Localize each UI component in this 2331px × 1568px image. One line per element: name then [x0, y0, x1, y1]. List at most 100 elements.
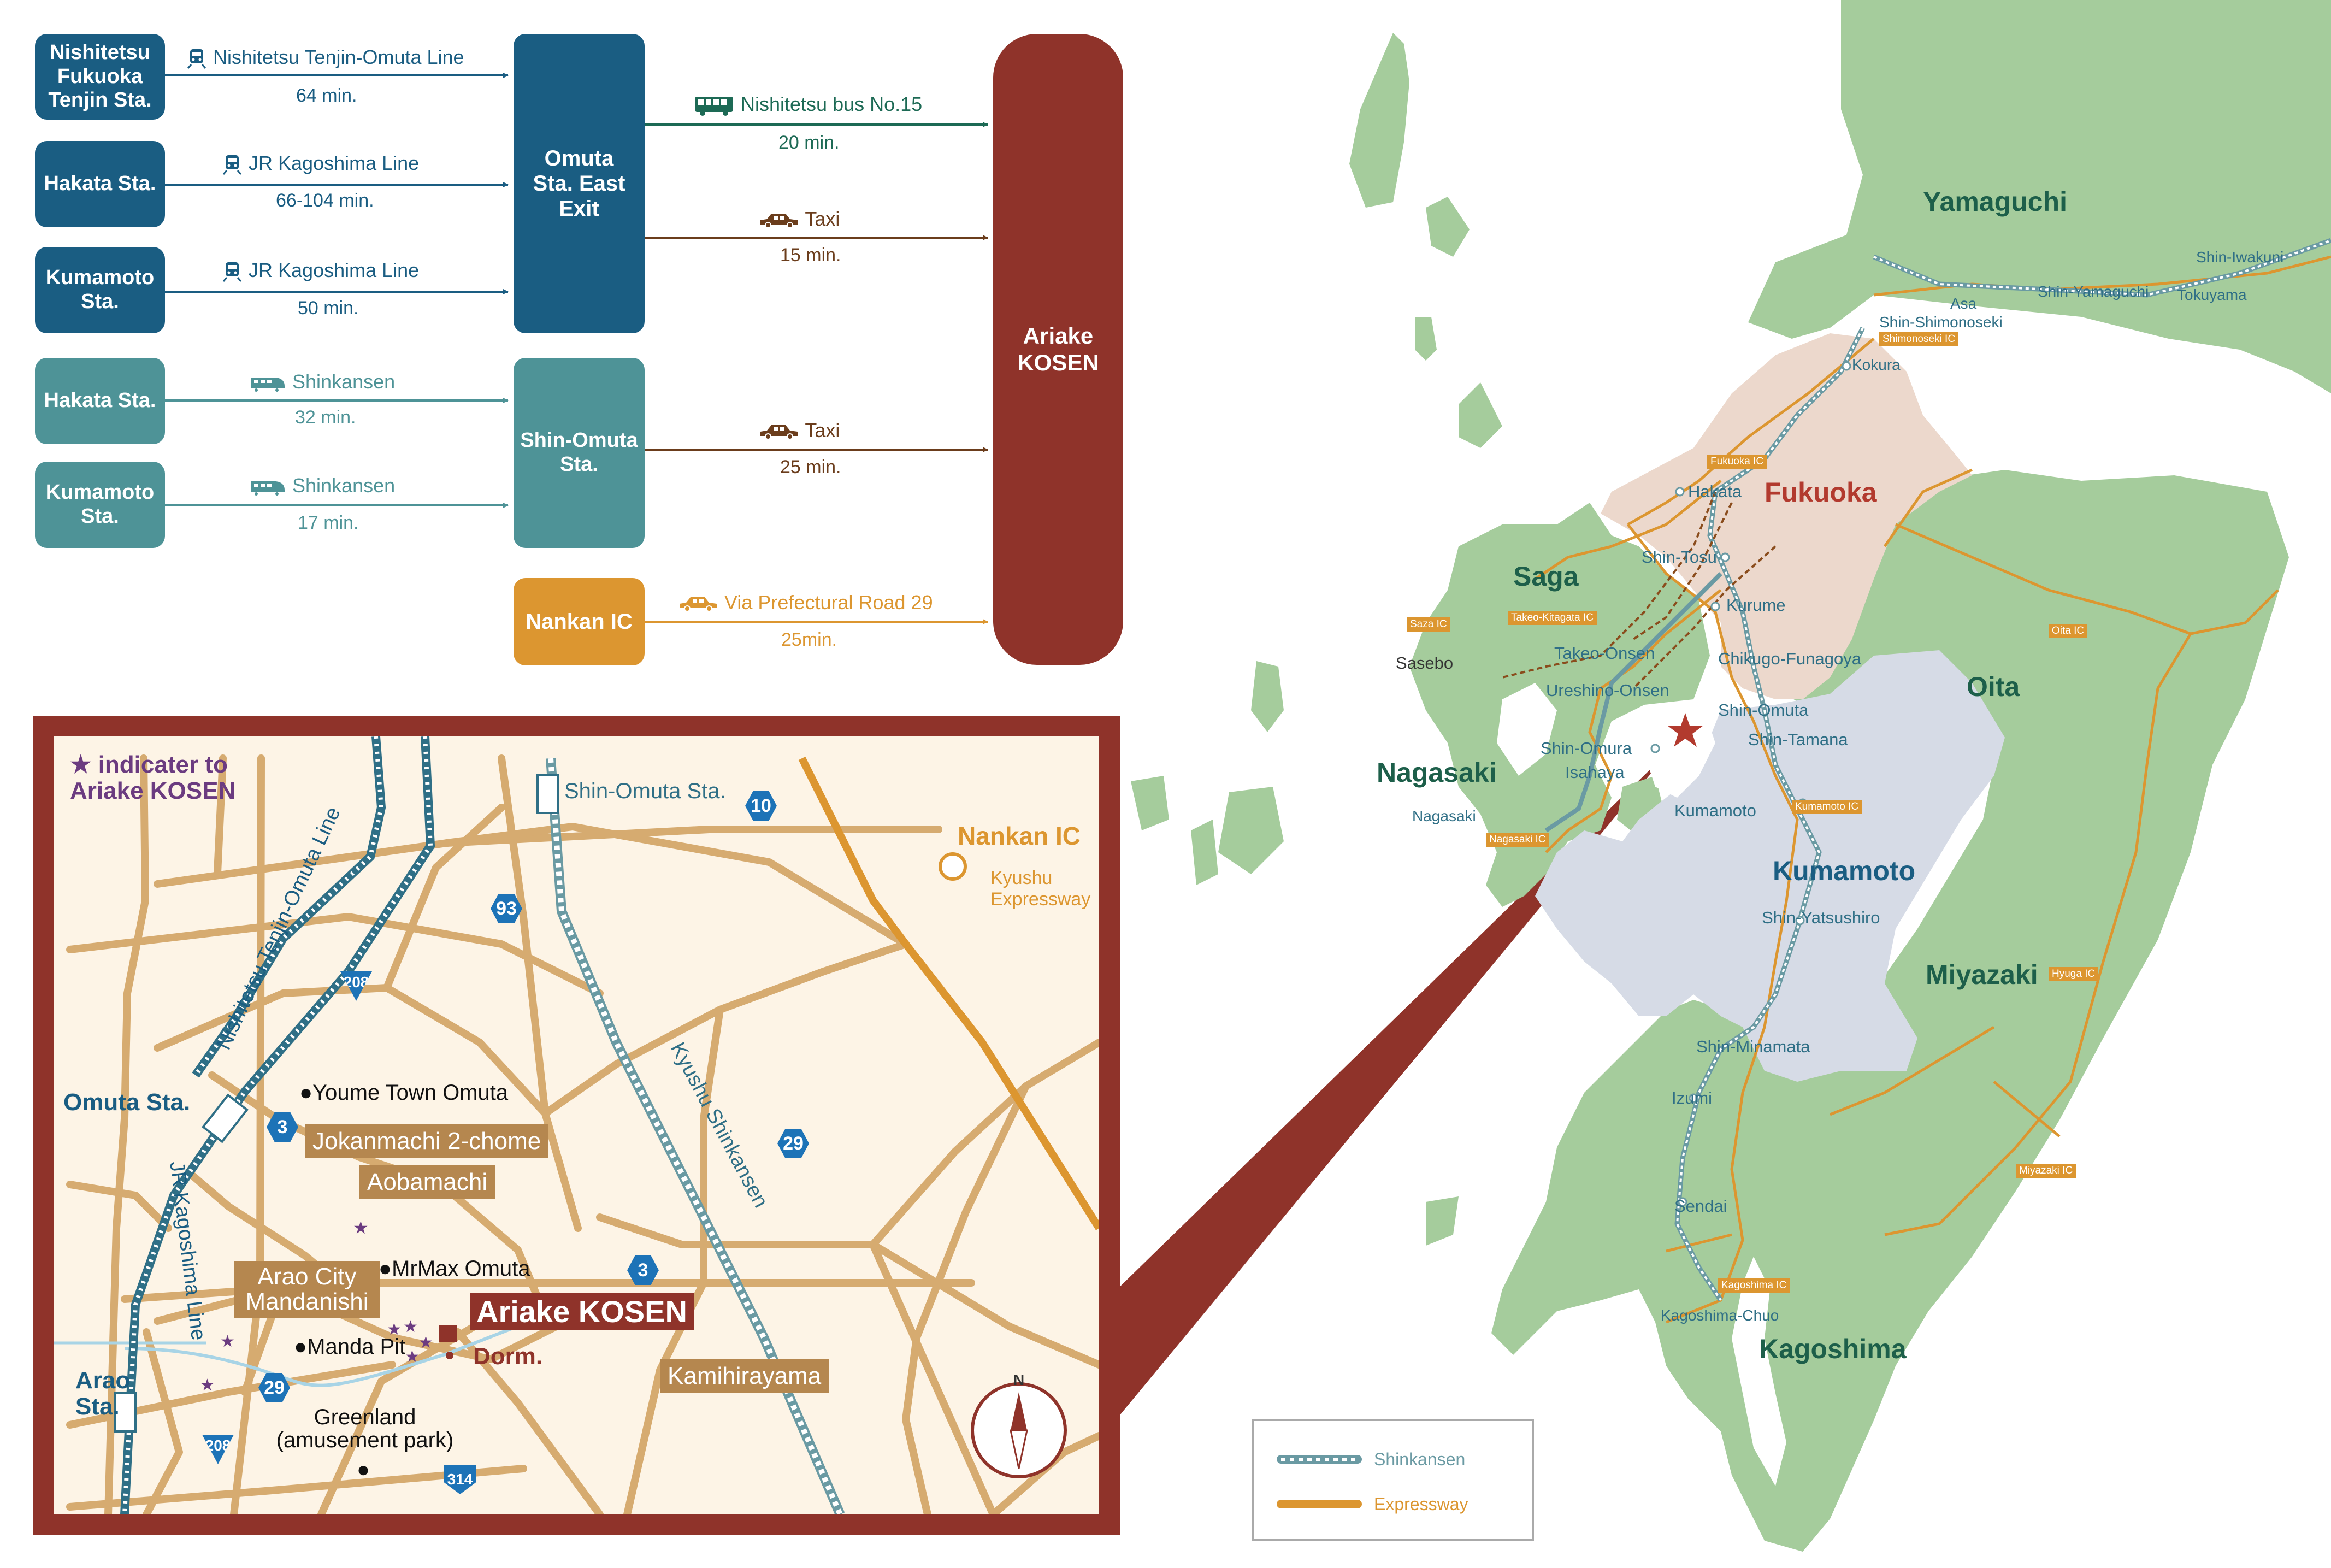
leg-kumamoto-shinkansen-label: Shinkansen	[249, 474, 395, 497]
station-hakata: Hakata	[1688, 482, 1742, 501]
arao-station-label: Arao Sta.	[75, 1367, 131, 1420]
ic-kagoshima: Kagoshima IC	[1718, 1278, 1790, 1293]
shin-omuta-station-marker	[536, 774, 559, 814]
leg-hakata-shinkansen-label: Shinkansen	[249, 370, 395, 393]
station-tokuyama: Tokuyama	[2177, 286, 2247, 303]
pref-kagoshima: Kagoshima	[1759, 1334, 1907, 1364]
station-nagasaki: Nagasaki	[1412, 807, 1476, 824]
origin-nishitetsu-fukuoka-tenjin: Nishitetsu Fukuoka Tenjin Sta.	[35, 34, 165, 120]
station-kokura: Kokura	[1852, 356, 1901, 373]
final-taxi2-time: 25 min.	[780, 457, 841, 478]
origin-hakata-jr: Hakata Sta.	[35, 141, 165, 227]
final-nankan-time: 25min.	[781, 629, 837, 650]
leg-tenjin-label: Nishitetsu Tenjin-Omuta Line	[186, 46, 464, 69]
local-area-map: ★ indicater to Ariake KOSEN Omuta Sta. A…	[33, 716, 1120, 1535]
final-nankan-label: Via Prefectural Road 29	[677, 591, 933, 614]
legend-expressway-label: Expressway	[1374, 1494, 1468, 1514]
landmark-manda-pit: ●Manda Pit	[294, 1335, 406, 1359]
kyushu-land	[1131, 0, 2331, 1552]
arao-station-marker	[114, 1392, 137, 1433]
final-taxi2-label: Taxi	[758, 419, 840, 442]
station-sendai: Sendai	[1674, 1196, 1727, 1216]
kyushu-expressway	[798, 756, 1099, 1230]
hub-shin-omuta: Shin-Omuta Sta.	[514, 358, 645, 548]
final-taxi1-label: Taxi	[758, 208, 840, 231]
ic-shimonoseki: Shimonoseki IC	[1879, 332, 1959, 346]
station-shin-yatsushiro: Shin-Yatsushiro	[1762, 908, 1880, 927]
legend-swatches	[1277, 1455, 1362, 1508]
station-sasebo: Sasebo	[1396, 653, 1454, 673]
kyushu-overview-map: Yamaguchi Fukuoka Saga Nagasaki Oita Kum…	[1120, 0, 2331, 1568]
landmark-mrmax: ●MrMax Omuta	[379, 1257, 530, 1281]
station-takeo: Takeo-Onsen	[1554, 644, 1655, 663]
train-icon	[186, 48, 208, 69]
ic-hyuga: Hyuga IC	[2049, 967, 2099, 981]
hub-nankan-ic: Nankan IC	[514, 578, 645, 665]
ariake-kosen-marker	[439, 1325, 457, 1342]
star-icon: ★	[220, 1333, 235, 1351]
final-taxi1-time: 15 min.	[780, 245, 841, 266]
station-isahaya: Isahaya	[1565, 763, 1625, 782]
shinkansen-icon	[249, 373, 287, 393]
pref-yamaguchi: Yamaguchi	[1923, 186, 2067, 217]
ic-oita: Oita IC	[2049, 624, 2088, 638]
bus-icon	[694, 95, 735, 116]
pref-miyazaki: Miyazaki	[1926, 959, 2038, 990]
kyushu-expressway-label: Kyushu Expressway	[990, 868, 1091, 910]
station-kumamoto: Kumamoto	[1674, 801, 1756, 820]
star-icon: ★	[70, 751, 92, 778]
leg-tenjin-time: 64 min.	[296, 85, 357, 106]
star-icon: ★	[418, 1334, 433, 1352]
hub-omuta-east-exit: Omuta Sta. East Exit	[514, 34, 645, 333]
station-shin-omuta: Shin-Omuta	[1718, 700, 1809, 720]
taxi-icon	[677, 594, 719, 614]
dorm-marker	[446, 1352, 453, 1359]
tag-aobamachi: Aobamachi	[359, 1165, 495, 1199]
destination-ariake-kosen: Ariake KOSEN	[993, 34, 1123, 665]
leg-hakata-jr-label: JR Kagoshima Line	[221, 152, 419, 175]
station-shin-tamana: Shin-Tamana	[1748, 730, 1848, 749]
ic-takeo-kitagata: Takeo-Kitagata IC	[1508, 611, 1597, 625]
station-shin-iwakuni: Shin-Iwakuni	[2196, 249, 2284, 266]
final-bus-time: 20 min.	[778, 132, 840, 153]
pref-nagasaki: Nagasaki	[1377, 757, 1497, 788]
dorm-label: Dorm.	[473, 1343, 543, 1370]
station-ureshino: Ureshino-Onsen	[1546, 681, 1669, 700]
nankan-ic-marker	[939, 852, 967, 881]
tag-kamihirayama: Kamihirayama	[660, 1359, 829, 1393]
leg-hakata-jr-time: 66-104 min.	[276, 190, 374, 211]
nankan-ic-label: Nankan IC	[958, 822, 1081, 850]
omuta-station-label: Omuta Sta.	[63, 1089, 191, 1116]
leg-hakata-shinkansen-time: 32 min.	[295, 407, 356, 428]
ic-saza: Saza IC	[1407, 617, 1450, 632]
leg-kumamoto-shinkansen-time: 17 min.	[298, 512, 359, 533]
shinkansen-icon	[249, 477, 287, 497]
station-shin-omura: Shin-Omura	[1541, 739, 1632, 758]
kyushu-map-legend: Shinkansen Expressway	[1252, 1419, 1534, 1541]
station-asa: Asa	[1950, 295, 1977, 312]
compass-rose: N	[967, 1371, 1071, 1479]
station-shin-minamata: Shin-Minamata	[1696, 1037, 1810, 1056]
star-icon: ★	[387, 1321, 402, 1339]
leg-kumamoto-jr-label: JR Kagoshima Line	[221, 259, 419, 282]
leg-kumamoto-jr-time: 50 min.	[298, 298, 359, 319]
shin-omuta-station-label: Shin-Omuta Sta.	[564, 779, 726, 803]
ariake-kosen-label: Ariake KOSEN	[470, 1293, 694, 1330]
pref-saga: Saga	[1513, 561, 1579, 592]
final-bus-label: Nishitetsu bus No.15	[694, 93, 922, 116]
flow-arrows	[165, 73, 988, 624]
local-map-canvas: ★ indicater to Ariake KOSEN Omuta Sta. A…	[54, 736, 1099, 1514]
local-map-legend: ★ indicater to Ariake KOSEN	[70, 751, 236, 805]
ic-nagasaki: Nagasaki IC	[1486, 833, 1549, 847]
pref-kumamoto: Kumamoto	[1773, 856, 1916, 886]
landmark-dot-icon: ●	[379, 1257, 392, 1281]
tag-arao-city: Arao City Mandanishi	[234, 1261, 380, 1318]
landmark-greenland: Greenland (amusement park)	[276, 1405, 454, 1452]
ariake-kosen-star	[1667, 713, 1703, 747]
compass-north-label: N	[1013, 1371, 1025, 1388]
station-chikugo: Chikugo-Funagoya	[1718, 649, 1861, 668]
ic-miyazaki: Miyazaki IC	[2016, 1164, 2076, 1178]
station-shin-tosu: Shin-Tosu	[1642, 547, 1717, 567]
pref-oita: Oita	[1967, 671, 2020, 702]
train-icon	[221, 261, 243, 282]
